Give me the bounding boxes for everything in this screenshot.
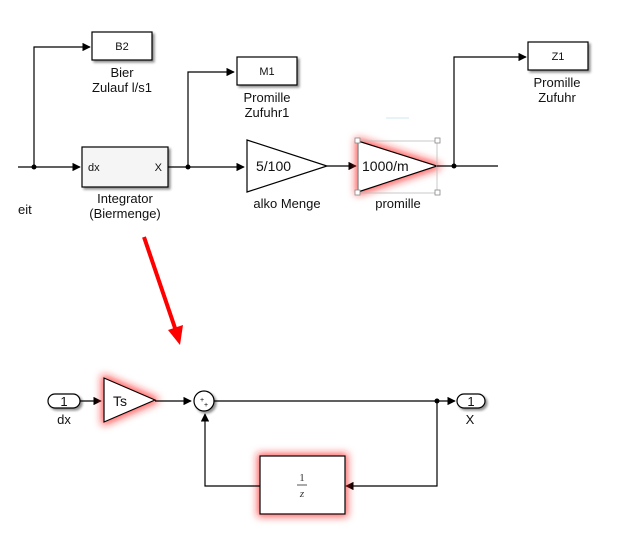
integrator-label-line1: Integrator bbox=[97, 191, 153, 206]
signal-line-to-z1[interactable] bbox=[453, 52, 527, 166]
gain-block-alko-menge[interactable]: 5/100 bbox=[246, 139, 329, 193]
goto-z1-tag: Z1 bbox=[552, 51, 565, 63]
unit-delay-block[interactable]: 1 z bbox=[259, 455, 346, 515]
outport-label: X bbox=[466, 412, 475, 427]
goto-m1-label-line1: Promille bbox=[244, 90, 291, 105]
integrator-input-port-label: dx bbox=[88, 162, 100, 174]
top-model: dx X Integrator (Biermenge) eit B2 Bier … bbox=[18, 31, 589, 221]
goto-b2-label-line1: Bier bbox=[110, 65, 134, 80]
outport-block[interactable]: 1 bbox=[456, 393, 486, 409]
resize-handle-top-left[interactable] bbox=[354, 137, 361, 144]
signal-line-to-m1[interactable] bbox=[187, 67, 235, 167]
resize-handle-bottom-right[interactable] bbox=[434, 189, 441, 196]
resize-handle-top-right[interactable] bbox=[434, 137, 441, 144]
goto-b2-tag: B2 bbox=[115, 41, 128, 53]
arrow-head-icon bbox=[168, 325, 183, 345]
gain-promille-label: promille bbox=[375, 196, 421, 211]
goto-block-z1[interactable]: Z1 bbox=[527, 41, 589, 71]
gain-alko-value: 5/100 bbox=[256, 158, 291, 174]
sum-block[interactable]: + + bbox=[193, 390, 215, 412]
gain-promille-value: 1000/m bbox=[362, 158, 409, 174]
partial-block-label: eit bbox=[18, 202, 32, 217]
inport-label: dx bbox=[57, 412, 71, 427]
gain-block-ts[interactable]: Ts bbox=[103, 377, 157, 423]
goto-m1-tag: M1 bbox=[259, 66, 274, 78]
goto-block-m1[interactable]: M1 bbox=[236, 56, 298, 86]
goto-z1-label-line2: Zufuhr bbox=[538, 90, 576, 105]
goto-m1-label-line2: Zufuhr1 bbox=[245, 105, 290, 120]
red-arrow-annotation bbox=[142, 236, 183, 345]
inport-number: 1 bbox=[60, 394, 67, 409]
goto-z1-label-line1: Promille bbox=[534, 75, 581, 90]
goto-b2-label-line2: Zulauf l/s1 bbox=[92, 80, 152, 95]
selection-box bbox=[357, 140, 438, 194]
gain-alko-label: alko Menge bbox=[253, 196, 320, 211]
delay-denominator: z bbox=[299, 488, 305, 500]
sum-sign-1: + bbox=[200, 397, 204, 404]
integrator-label-line2: (Biermenge) bbox=[89, 206, 161, 221]
goto-block-b2[interactable]: B2 bbox=[91, 31, 153, 61]
signal-line-to-b2[interactable] bbox=[33, 42, 91, 167]
signal-line-delay-to-sum[interactable] bbox=[200, 413, 260, 487]
outport-number: 1 bbox=[467, 394, 474, 409]
gain-block-promille[interactable]: 1000/m bbox=[354, 137, 441, 196]
integrator-block[interactable]: dx X bbox=[81, 146, 169, 188]
inport-block[interactable]: 1 bbox=[47, 393, 81, 409]
gain-ts-value: Ts bbox=[113, 393, 127, 409]
delay-numerator: 1 bbox=[299, 472, 305, 484]
resize-handle-bottom-left[interactable] bbox=[354, 189, 361, 196]
sub-model: 1 dx Ts + + 1 X 1 bbox=[47, 377, 486, 515]
signal-line-feedback-to-delay[interactable] bbox=[345, 401, 438, 491]
sum-sign-2: + bbox=[204, 402, 208, 409]
integrator-output-port-label: X bbox=[155, 162, 163, 174]
